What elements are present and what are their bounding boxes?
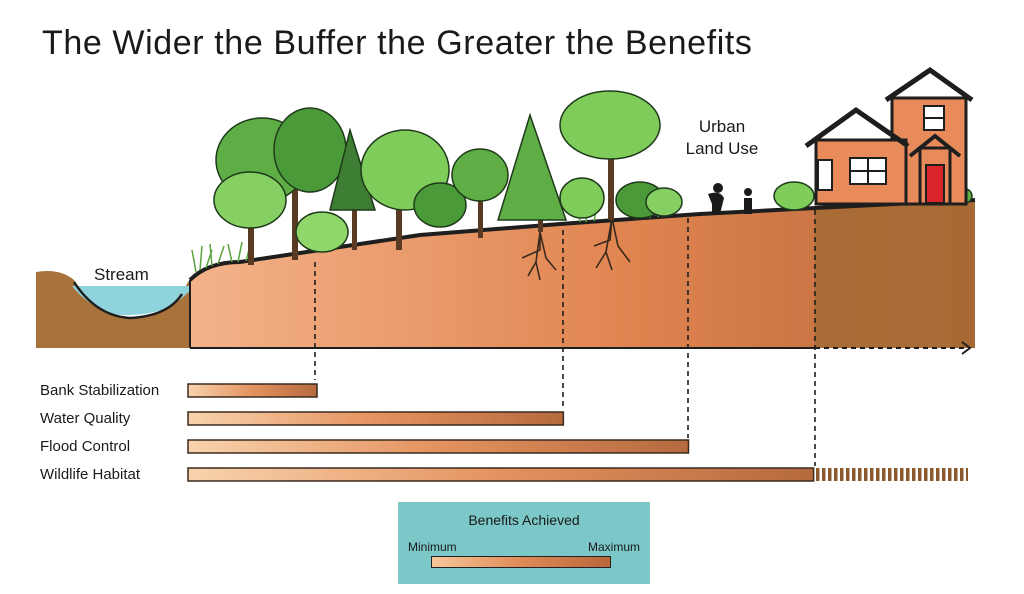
legend-max-label: Maximum [587, 540, 640, 554]
legend-box: Benefits Achieved Minimum Maximum [398, 502, 650, 584]
benefit-bar-continuation [815, 468, 968, 481]
benefit-bar-bank-stabilization [187, 383, 318, 398]
legend-gradient-bar [431, 556, 611, 568]
legend-title: Benefits Achieved [468, 512, 580, 528]
urban-label-line2: Land Use [685, 139, 759, 158]
legend-min-label: Minimum [408, 540, 457, 554]
benefit-label-wildlife-habitat: Wildlife Habitat [40, 466, 141, 483]
urban-label: Urban Land Use [682, 116, 762, 160]
soil-profile [190, 200, 975, 348]
benefit-bars [187, 383, 968, 482]
benefit-bar-flood-control [187, 439, 690, 454]
benefit-bar-water-quality [187, 411, 565, 426]
benefit-label-water-quality: Water Quality [40, 410, 131, 427]
benefit-bar-wildlife-habitat [187, 467, 815, 482]
stream-bank [36, 271, 192, 348]
tree-canopies [213, 90, 973, 253]
people-silhouettes [708, 183, 752, 214]
page-title: The Wider the Buffer the Greater the Ben… [42, 24, 753, 62]
benefit-label-flood-control: Flood Control [40, 438, 131, 455]
stream-label: Stream [94, 265, 149, 284]
stream-water [72, 286, 194, 316]
urban-soil [815, 200, 975, 348]
tree-roots [521, 217, 631, 281]
benefit-label-bank-stabilization: Bank Stabilization [40, 382, 160, 399]
house [804, 66, 974, 206]
urban-label-line1: Urban [698, 117, 746, 136]
